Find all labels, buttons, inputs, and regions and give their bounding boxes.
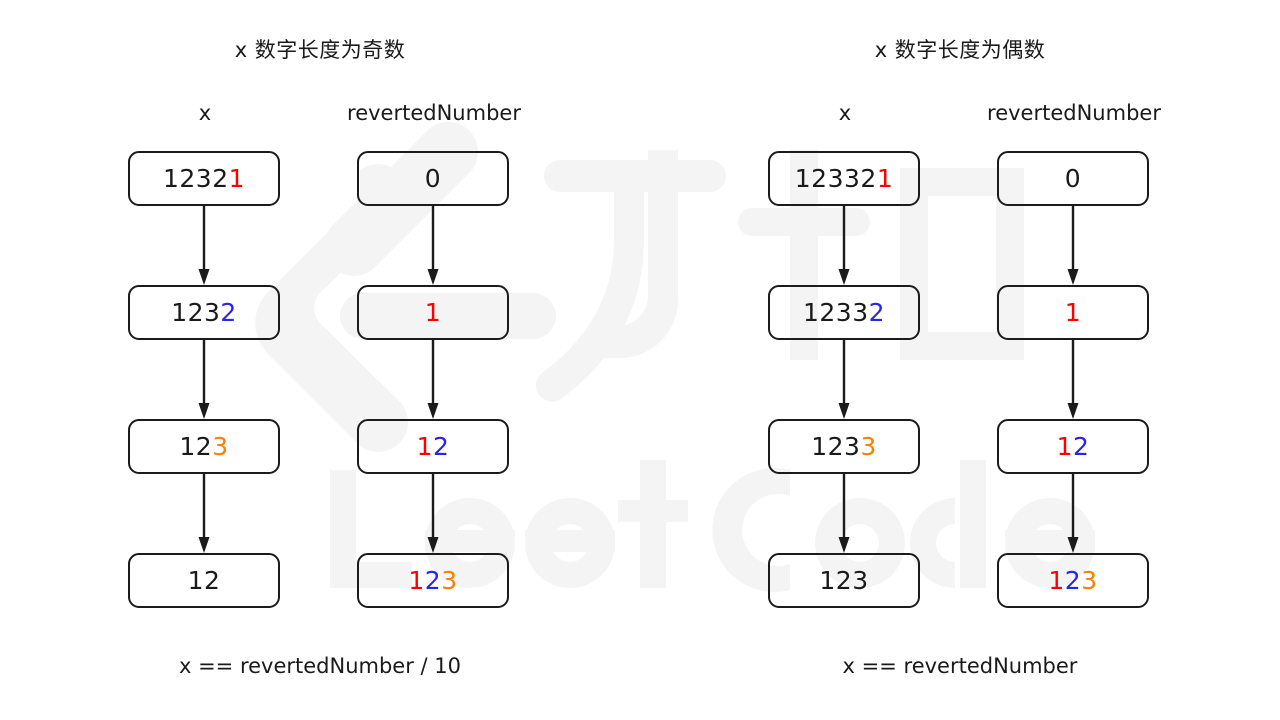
arrow-revertednumber-step1-step2 [427,340,439,419]
digit-run-red: 1 [228,164,246,193]
arrow-revertednumber-step0-step1 [427,206,439,285]
digit-run-black: 12 [179,432,213,461]
node-revertednumber-step0: 0 [357,151,509,206]
digit-run-black: 0 [1064,164,1082,193]
node-revertednumber-step0: 0 [997,151,1149,206]
node-value: 0 [1065,166,1081,191]
digit-run-red: 1 [1056,432,1073,461]
digit-run-red: 1 [408,566,425,595]
node-x-step3: 12 [128,553,280,608]
digit-run-red: 1 [1064,298,1082,327]
digit-run-black: 123 [171,298,221,327]
arrow-revertednumber-step0-step1 [1067,206,1079,285]
arrow-x-step0-step1 [198,206,210,285]
arrow-revertednumber-step1-step2 [1067,340,1079,419]
digit-run-orange: 3 [860,432,877,461]
arrow-x-step2-step3 [198,474,210,553]
arrow-revertednumber-step2-step3 [1067,474,1079,553]
column-header-x: x [198,101,212,125]
node-value: 12 [188,568,221,593]
column-header-revertednumber: revertedNumber [347,101,521,125]
panel-title-even: x 数字长度为偶数 [874,38,1046,62]
node-value: 0 [425,166,441,191]
node-value: 1 [425,300,441,325]
digit-run-blue: 2 [1064,566,1082,595]
digit-run-black: 12332 [794,164,877,193]
digit-run-black: 1233 [802,298,869,327]
arrow-x-step2-step3 [838,474,850,553]
arrow-revertednumber-step2-step3 [427,474,439,553]
digit-run-orange: 3 [1081,566,1098,595]
digit-run-blue: 2 [220,298,237,327]
digit-run-orange: 3 [441,566,458,595]
node-revertednumber-step1: 1 [357,285,509,340]
digit-run-black: 1232 [162,164,229,193]
node-x-step3: 123 [768,553,920,608]
node-value: 123 [819,568,868,593]
digit-run-red: 1 [1048,566,1065,595]
column-header-x: x [838,101,852,125]
digit-run-blue: 2 [868,298,886,327]
digit-run-red: 1 [876,164,894,193]
panel-footer-even: x == revertedNumber [842,654,1078,678]
arrow-x-step1-step2 [838,340,850,419]
digit-run-black: 12 [187,566,221,595]
digit-run-black: 0 [424,164,442,193]
node-revertednumber-step1: 1 [997,285,1149,340]
panel-footer-odd: x == revertedNumber / 10 [178,654,462,678]
digit-run-blue: 2 [433,432,450,461]
column-header-revertednumber: revertedNumber [987,101,1161,125]
arrow-x-step0-step1 [838,206,850,285]
digit-run-orange: 3 [212,432,229,461]
panel-title-odd: x 数字长度为奇数 [234,38,406,62]
node-value: 1 [1065,300,1081,325]
digit-run-black: 123 [811,432,861,461]
digit-run-black: 123 [819,566,869,595]
digit-run-red: 1 [416,432,433,461]
digit-run-red: 1 [424,298,442,327]
digit-run-blue: 2 [1073,432,1090,461]
arrow-x-step1-step2 [198,340,210,419]
digit-run-blue: 2 [424,566,442,595]
